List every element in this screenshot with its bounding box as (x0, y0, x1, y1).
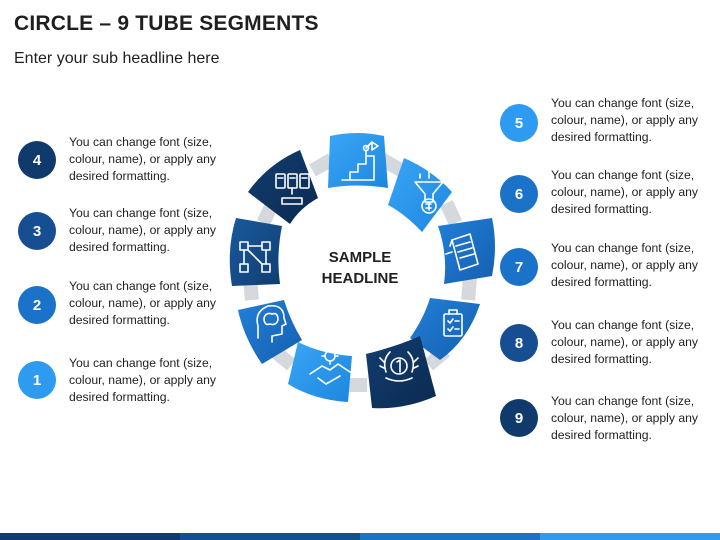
center-headline-line1: SAMPLE (328, 249, 392, 266)
page-subtitle: Enter your sub headline here (14, 50, 220, 67)
item-8-text: You can change font (size, colour, name)… (551, 318, 699, 366)
segment-5 (328, 133, 388, 188)
item-1-text: You can change font (size, colour, name)… (69, 356, 217, 404)
item-6-text: You can change font (size, colour, name)… (551, 168, 699, 216)
item-5-text: You can change font (size, colour, name)… (551, 96, 699, 144)
center-headline: SAMPLE HEADLINE (300, 247, 420, 289)
segment-4 (248, 150, 318, 224)
number-badge-8: 8 (500, 324, 538, 362)
bottom-accent-bar (0, 533, 720, 540)
checklist-icon (443, 309, 463, 337)
segment-8 (410, 298, 480, 360)
number-badge-4: 4 (18, 141, 56, 179)
success-stairs-icon (341, 141, 379, 181)
segment-1 (288, 342, 352, 402)
brain-head-icon (256, 304, 287, 343)
item-4-text: You can change font (size, colour, name)… (69, 135, 217, 183)
number-badge-7: 7 (500, 248, 538, 286)
segment-6 (388, 158, 452, 232)
servers-icon (275, 173, 310, 205)
number-badge-6: 6 (500, 175, 538, 213)
funnel-money-icon (414, 169, 444, 214)
number-badge-5: 5 (500, 104, 538, 142)
number-badge-2: 2 (18, 286, 56, 324)
network-diagram-icon (239, 241, 271, 273)
number-badge-1: 1 (18, 361, 56, 399)
number-badge-9: 9 (500, 399, 538, 437)
item-7-text: You can change font (size, colour, name)… (551, 241, 699, 289)
page-title: CIRCLE – 9 TUBE SEGMENTS (14, 12, 319, 35)
handshake-icon (309, 347, 351, 385)
segment-7 (438, 218, 495, 284)
segment-9 (366, 336, 436, 409)
item-9-text: You can change font (size, colour, name)… (551, 394, 699, 442)
number-badge-3: 3 (18, 212, 56, 250)
documents-icon (445, 233, 479, 271)
item-3-text: You can change font (size, colour, name)… (69, 206, 217, 254)
segment-3 (229, 218, 282, 286)
segment-2 (238, 300, 302, 364)
center-headline-line2: HEADLINE (321, 270, 399, 287)
award-icon (379, 351, 419, 382)
item-2-text: You can change font (size, colour, name)… (69, 279, 217, 327)
